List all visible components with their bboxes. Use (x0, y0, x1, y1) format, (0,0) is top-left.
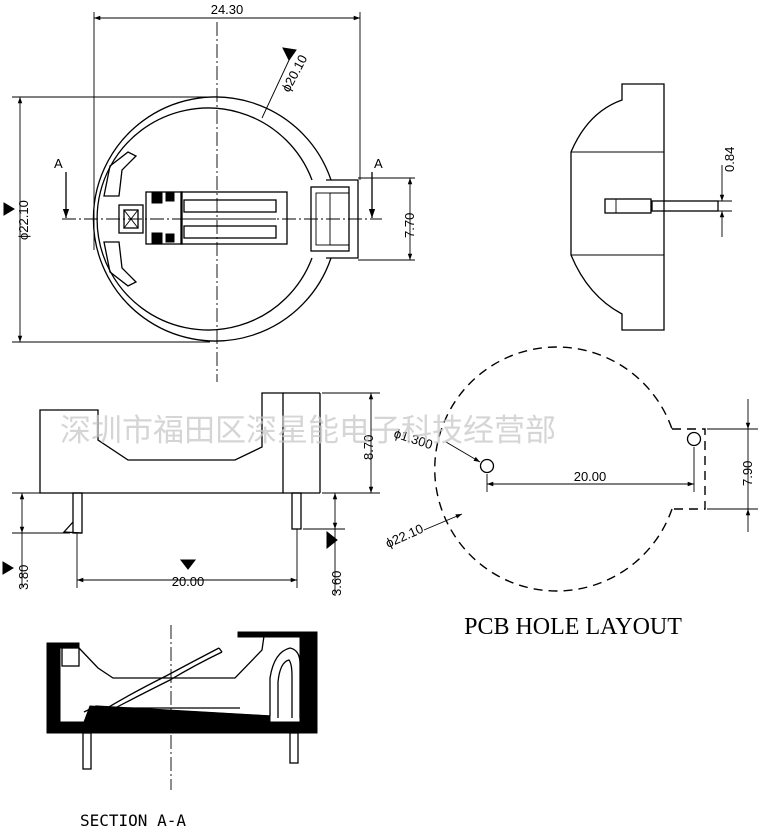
pcb-hole-left (479, 458, 495, 474)
pcb-layout-caption: PCB HOLE LAYOUT (464, 614, 682, 640)
dim-pcb-outline: ϕ22.10 (383, 521, 425, 551)
section-marker-right: A (374, 156, 383, 171)
dim-outer-dia: ϕ22.10 (16, 200, 31, 240)
section-caption: SECTION A-A (80, 811, 186, 830)
dim-pcb-notch: 7.90 (740, 461, 755, 486)
dim-pin-spacing: 20.00 (172, 574, 205, 589)
watermark-text: 深圳市福田区深星能电子科技经营部 (60, 413, 556, 449)
dim-hole-spacing: 20.00 (574, 469, 607, 484)
dim-pin-right: 3.60 (329, 571, 344, 596)
dim-tab-height: 7.70 (402, 213, 417, 238)
pcb-hole-layout: 20.00 ϕ1.300 ϕ22.10 7.90 PCB HOLE LAYOUT (383, 346, 758, 640)
section-view: SECTION A-A (46, 625, 318, 830)
top-view: 24.30 ϕ22.10 ϕ20.10 7.70 A A (3, 2, 417, 382)
dim-terminal-thickness: 0.84 (722, 147, 737, 172)
pcb-hole-right (686, 431, 702, 447)
front-view: 8.70 3.80 3.60 20.00 (2, 392, 380, 596)
section-marker-left: A (54, 156, 63, 171)
dim-width-top: 24.30 (211, 2, 244, 17)
dim-pin-left: 3.80 (16, 565, 31, 590)
dim-body-height: 8.70 (361, 435, 376, 460)
side-view: 0.84 (570, 83, 737, 331)
